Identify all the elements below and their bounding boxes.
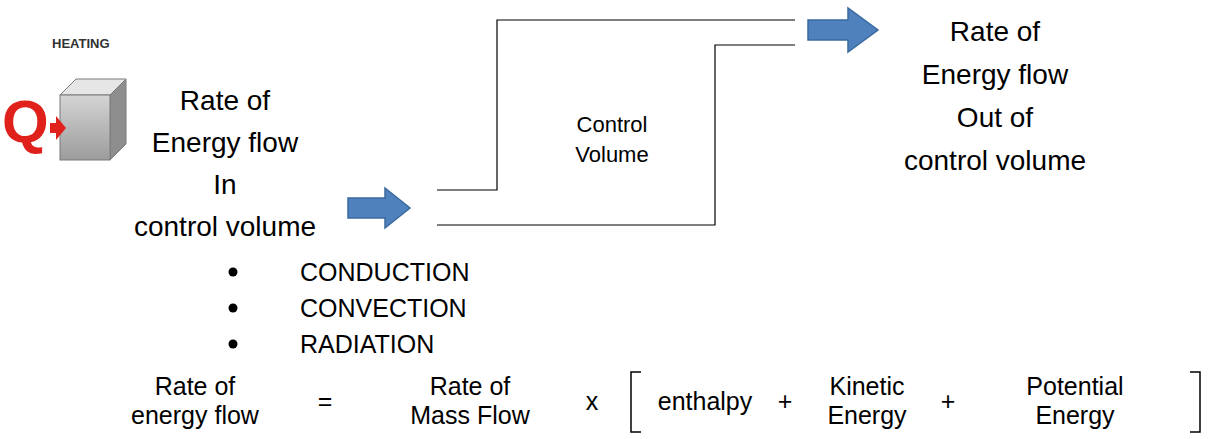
text-line: Rate of — [134, 80, 316, 122]
text-label: Rate of energy flow — [131, 372, 259, 430]
text-label: = — [318, 387, 333, 416]
text-label: x — [586, 387, 599, 416]
text-line: energy flow — [131, 401, 259, 430]
bullet-dot — [229, 268, 238, 349]
text-label: Kinetic Energy — [827, 372, 906, 430]
text-line: Rate of — [410, 372, 529, 401]
text-line: Rate of — [904, 10, 1086, 53]
text-line: Energy — [827, 401, 906, 430]
text-line: Rate of — [131, 372, 259, 401]
text-line: Potential — [1026, 372, 1123, 401]
flow-arrow-out — [808, 8, 878, 52]
text-label: Rate of Energy flow Out of control volum… — [904, 10, 1086, 182]
cube-illustration — [60, 79, 126, 160]
text-line: Kinetic — [827, 372, 906, 401]
text-label: Rate of Mass Flow — [410, 372, 529, 430]
text-label: + — [778, 387, 793, 416]
text-line: control volume — [904, 139, 1086, 182]
equation-bracket — [631, 372, 1200, 432]
text-label: enthalpy — [658, 387, 753, 416]
flow-arrow-in — [348, 188, 410, 228]
text-label: CONDUCTION — [300, 254, 469, 290]
heat-symbol: Q — [2, 92, 49, 152]
heading-label: HEATING — [52, 36, 110, 52]
text-line: In — [134, 164, 316, 206]
control-volume: Control Volume — [437, 18, 797, 230]
text-line: Energy flow — [134, 122, 316, 164]
text-line: Mass Flow — [410, 401, 529, 430]
text-label: RADIATION — [300, 326, 434, 362]
text-line: control volume — [134, 206, 316, 248]
heat-arrow — [50, 116, 66, 140]
text-label: Potential Energy — [1026, 372, 1123, 430]
text-line: Out of — [904, 96, 1086, 139]
text-label: Rate of Energy flow In control volume — [134, 80, 316, 248]
text-line: Energy — [1026, 401, 1123, 430]
text-line: Energy flow — [904, 53, 1086, 96]
pipe-wall — [437, 45, 795, 225]
node-label: Control Volume — [562, 110, 662, 170]
text-label: CONVECTION — [300, 290, 467, 326]
text-label: + — [941, 387, 956, 416]
